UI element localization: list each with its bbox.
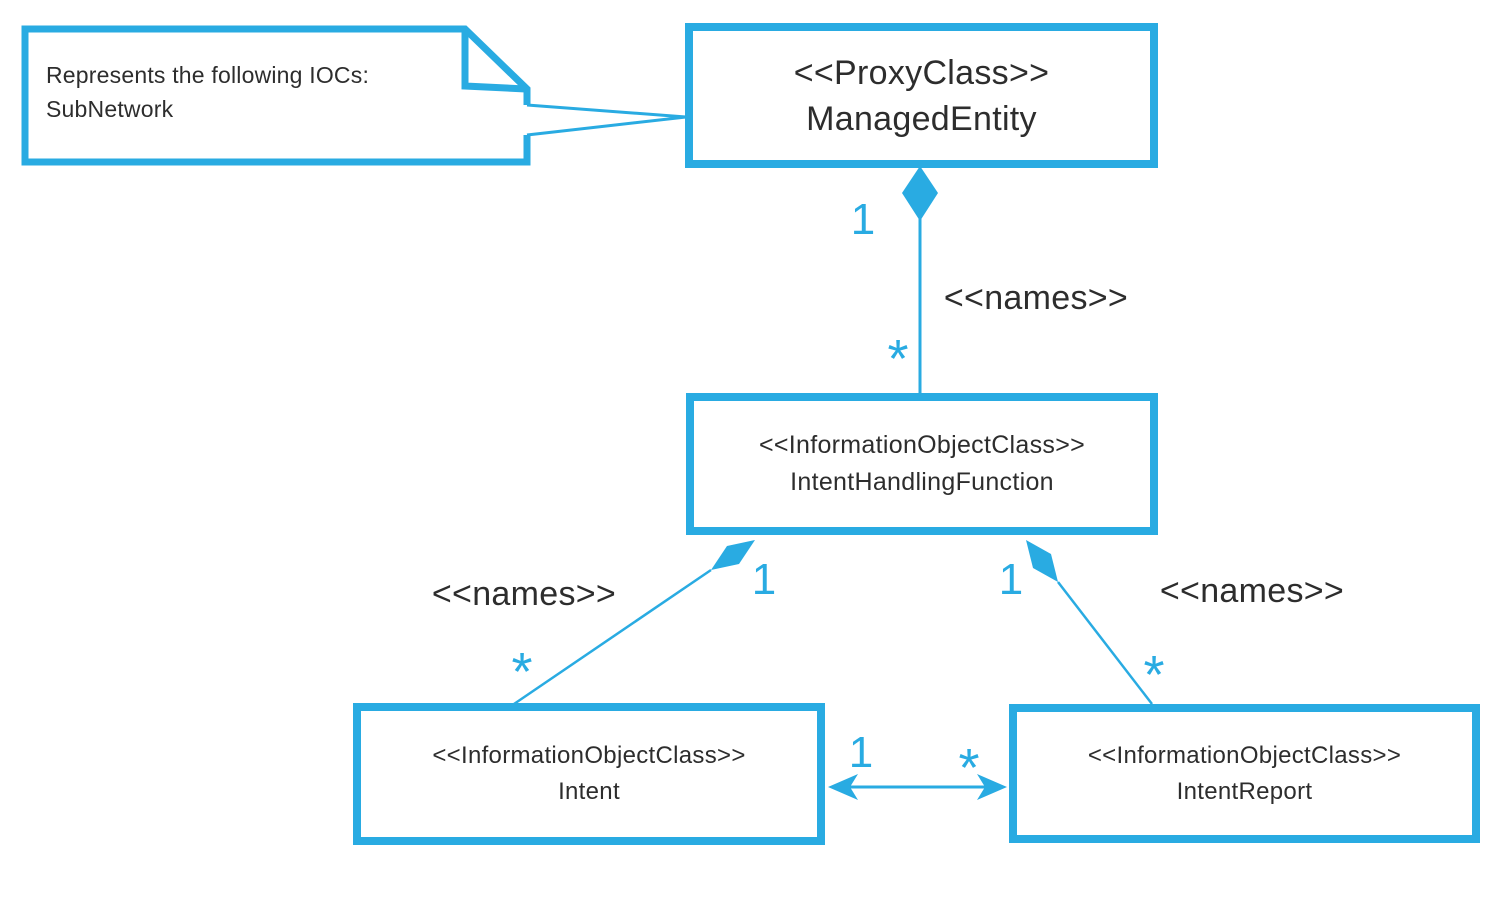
class-managed-entity-stereotype: <<ProxyClass>>: [793, 53, 1050, 92]
names-label-ihf-intent: <<names>>: [431, 575, 617, 613]
class-intent-handling-function: <<InformationObjectClass>> IntentHandlin…: [686, 393, 1158, 535]
uml-note: Represents the following IOCs: SubNetwor…: [46, 58, 486, 126]
multiplicity-ihf-child: *: [887, 329, 909, 389]
note-connector-wedge: [526, 103, 687, 137]
class-intent-report-stereotype: <<InformationObjectClass>>: [1087, 741, 1402, 769]
multiplicity-intentreport-side: *: [958, 738, 980, 798]
multiplicity-intentreport-child: *: [1143, 645, 1165, 705]
arrowhead-left-icon: [828, 774, 858, 800]
class-intent-handling-function-stereotype: <<InformationObjectClass>>: [758, 431, 1086, 459]
multiplicity-intent-child: *: [511, 642, 533, 702]
note-line-1: Represents the following IOCs:: [46, 62, 370, 88]
class-intent-report: <<InformationObjectClass>> IntentReport: [1009, 704, 1480, 843]
class-intent: <<InformationObjectClass>> Intent: [353, 703, 825, 845]
note-line-2: SubNetwork: [46, 96, 174, 122]
multiplicity-ihf-left-parent: 1: [751, 555, 777, 604]
multiplicity-me-parent: 1: [850, 195, 876, 244]
names-label-me-ihf: <<names>>: [943, 279, 1129, 317]
multiplicity-intent-side: 1: [848, 728, 874, 777]
class-intent-stereotype: <<InformationObjectClass>>: [432, 742, 746, 769]
names-label-ihf-intentreport: <<names>>: [1159, 572, 1345, 610]
class-intent-handling-function-name: IntentHandlingFunction: [790, 468, 1054, 496]
class-intent-name: Intent: [558, 778, 620, 805]
class-managed-entity: <<ProxyClass>> ManagedEntity: [685, 23, 1158, 168]
class-managed-entity-name: ManagedEntity: [806, 99, 1037, 138]
composition-diamond-me: [902, 166, 938, 221]
multiplicity-ihf-right-parent: 1: [998, 555, 1024, 604]
class-intent-report-name: IntentReport: [1176, 777, 1313, 805]
